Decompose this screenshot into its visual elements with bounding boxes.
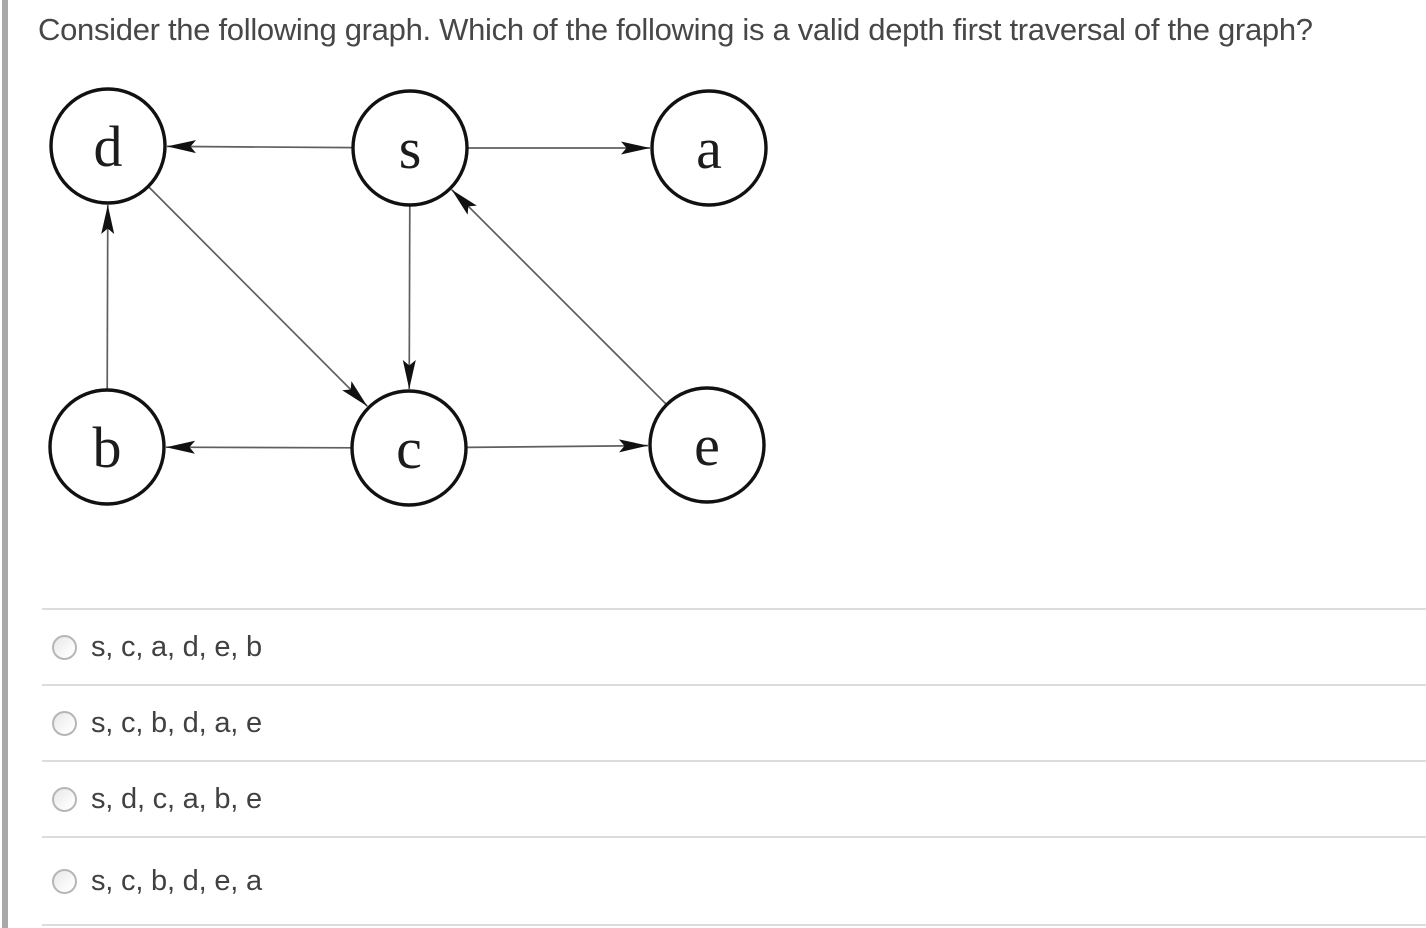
option-label: s, c, b, d, e, a bbox=[91, 864, 262, 897]
node-b bbox=[48, 388, 166, 506]
question-text: Consider the following graph. Which of t… bbox=[38, 12, 1313, 47]
edge-e-to-s bbox=[451, 189, 668, 406]
radio-button[interactable] bbox=[52, 786, 77, 812]
node-d bbox=[49, 87, 167, 205]
option-row-4[interactable]: s, c, b, d, e, a bbox=[42, 836, 1426, 924]
answer-options-list: s, c, a, d, e, b s, c, b, d, a, e s, d, … bbox=[42, 608, 1426, 926]
edge-c-to-b bbox=[165, 440, 353, 454]
option-label: s, d, c, a, b, e bbox=[91, 782, 262, 815]
edge-s-to-c bbox=[402, 204, 416, 390]
option-label: s, c, b, d, a, e bbox=[91, 706, 262, 739]
graph-diagram: d s a b c e bbox=[48, 87, 768, 507]
node-c bbox=[350, 389, 468, 507]
node-label-c: c bbox=[396, 416, 422, 481]
node-e bbox=[648, 386, 766, 504]
option-label: s, c, a, d, e, b bbox=[91, 630, 262, 663]
edge-c-to-e bbox=[465, 439, 649, 453]
node-label-a: a bbox=[696, 116, 722, 181]
node-label-d: d bbox=[94, 114, 123, 179]
option-row-2[interactable]: s, c, b, d, a, e bbox=[42, 684, 1426, 760]
node-a bbox=[650, 89, 768, 207]
left-border-divider bbox=[2, 0, 8, 928]
edge-b-to-d bbox=[101, 204, 115, 391]
edge-d-to-c bbox=[147, 185, 368, 407]
radio-button[interactable] bbox=[52, 710, 77, 736]
edge-s-to-d bbox=[166, 140, 354, 154]
radio-button[interactable] bbox=[52, 634, 77, 660]
option-row-3[interactable]: s, d, c, a, b, e bbox=[42, 760, 1426, 836]
option-row-1[interactable]: s, c, a, d, e, b bbox=[42, 608, 1426, 684]
node-label-s: s bbox=[399, 116, 422, 181]
node-label-e: e bbox=[694, 413, 720, 478]
node-label-b: b bbox=[93, 415, 122, 480]
radio-button[interactable] bbox=[52, 868, 77, 894]
node-s bbox=[351, 89, 469, 207]
